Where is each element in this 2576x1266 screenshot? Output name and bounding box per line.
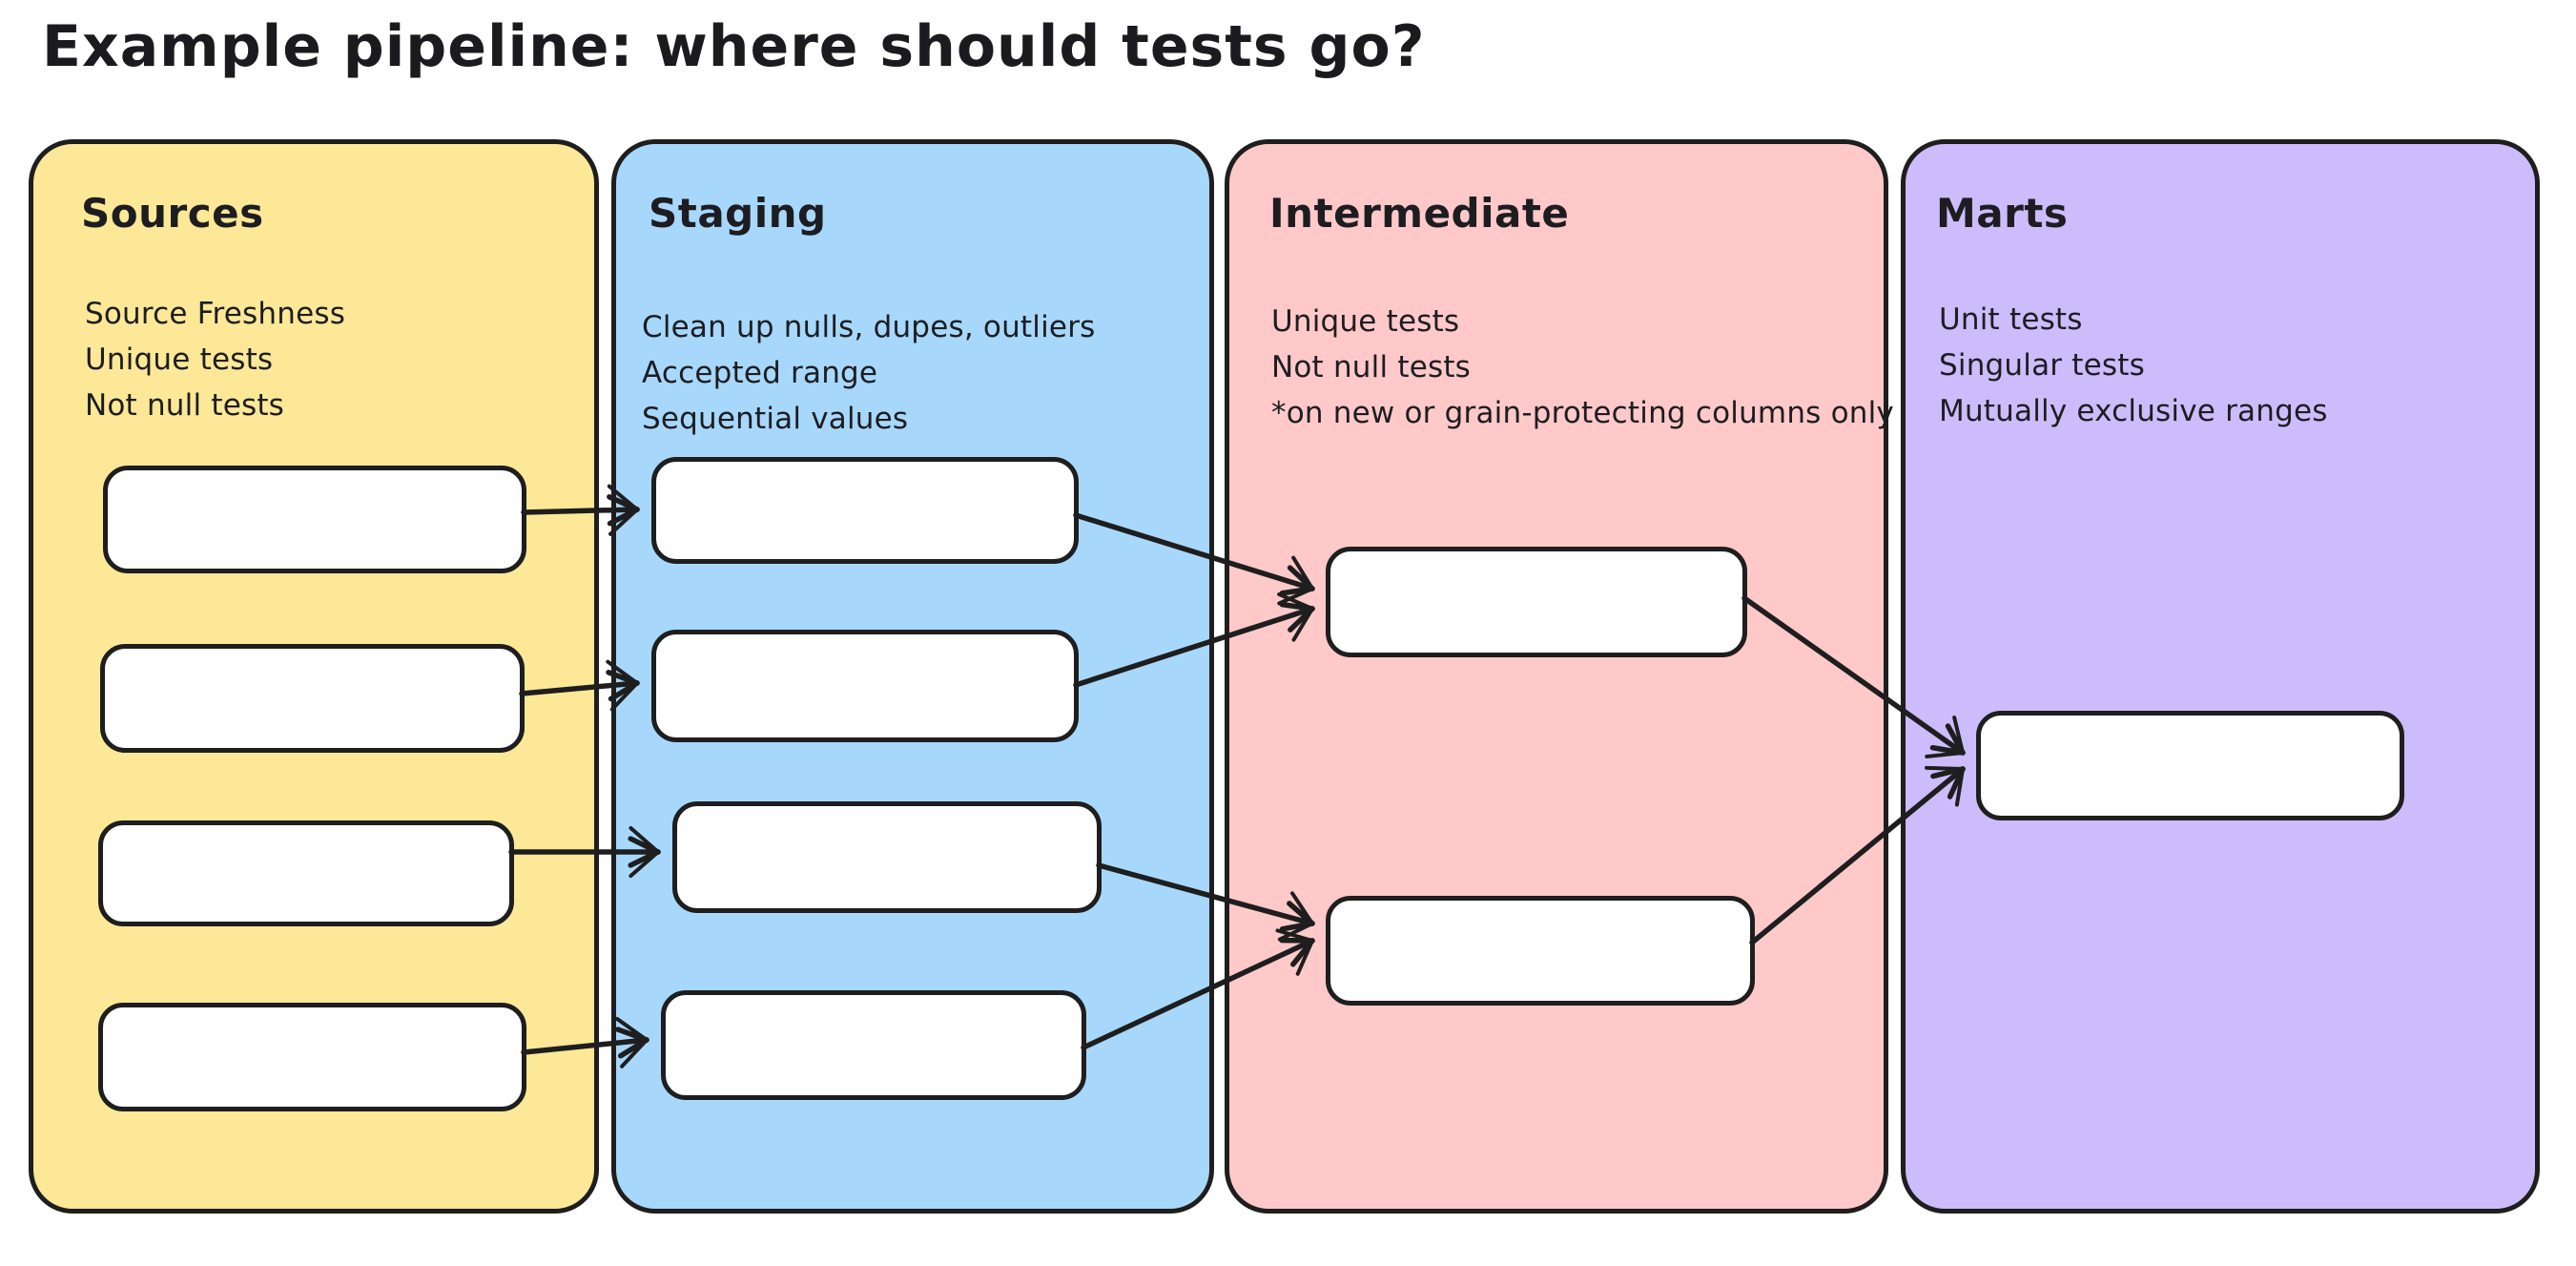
column-marts-notes: Unit tests Singular tests Mutually exclu… (1939, 297, 2328, 434)
node-staging-2 (651, 630, 1079, 742)
note-line: Sequential values (642, 402, 909, 436)
note-line: Unit tests (1939, 302, 2083, 337)
note-line: Source Freshness (85, 297, 346, 331)
note-line: Not null tests (1271, 350, 1472, 384)
column-sources-notes: Source Freshness Unique tests Not null t… (85, 291, 345, 428)
column-marts-header: Marts (1936, 190, 2069, 237)
note-line: Accepted range (642, 356, 878, 390)
node-staging-3 (672, 801, 1102, 913)
node-sources-1 (103, 466, 526, 573)
column-staging-notes: Clean up nulls, dupes, outliers Accepted… (642, 304, 1095, 442)
node-staging-4 (661, 990, 1086, 1100)
note-line: Unique tests (85, 342, 274, 377)
node-marts-1 (1976, 711, 2404, 820)
column-sources-header: Sources (81, 190, 264, 237)
note-line: *on new or grain-protecting columns only (1271, 396, 1894, 430)
column-intermediate: Intermediate Unique tests Not null tests… (1225, 139, 1894, 1214)
column-staging-header: Staging (649, 190, 827, 237)
column-staging: Staging Clean up nulls, dupes, outliers … (611, 139, 1214, 1214)
note-line: Singular tests (1939, 348, 2145, 383)
node-staging-1 (651, 457, 1079, 564)
column-marts: Marts Unit tests Singular tests Mutually… (1901, 139, 2540, 1214)
note-line: Mutually exclusive ranges (1939, 394, 2328, 428)
node-sources-3 (98, 820, 514, 926)
node-sources-4 (98, 1003, 526, 1111)
node-sources-2 (100, 644, 525, 753)
page-title: Example pipeline: where should tests go? (42, 13, 1426, 80)
column-intermediate-notes: Unique tests Not null tests *on new or g… (1271, 299, 1894, 436)
note-line: Unique tests (1271, 304, 1460, 339)
column-intermediate-header: Intermediate (1269, 190, 1570, 237)
node-intermediate-1 (1326, 547, 1747, 657)
note-line: Not null tests (85, 388, 285, 423)
node-intermediate-2 (1326, 896, 1755, 1006)
column-sources: Sources Source Freshness Unique tests No… (29, 139, 599, 1214)
note-line: Clean up nulls, dupes, outliers (642, 310, 1096, 344)
